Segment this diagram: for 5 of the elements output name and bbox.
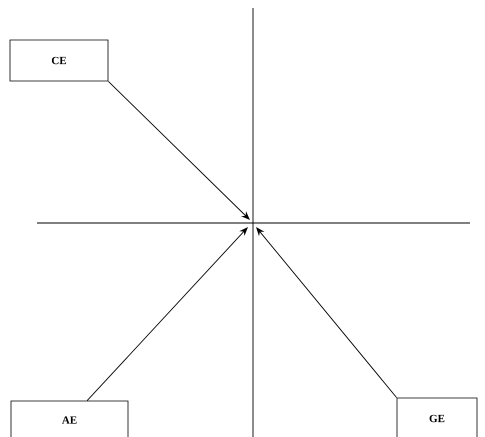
label-box: AE <box>10 400 128 437</box>
label-box: CE <box>10 40 108 82</box>
arrow <box>108 80 250 220</box>
label-box: GE <box>396 398 478 437</box>
arrow <box>86 227 248 402</box>
